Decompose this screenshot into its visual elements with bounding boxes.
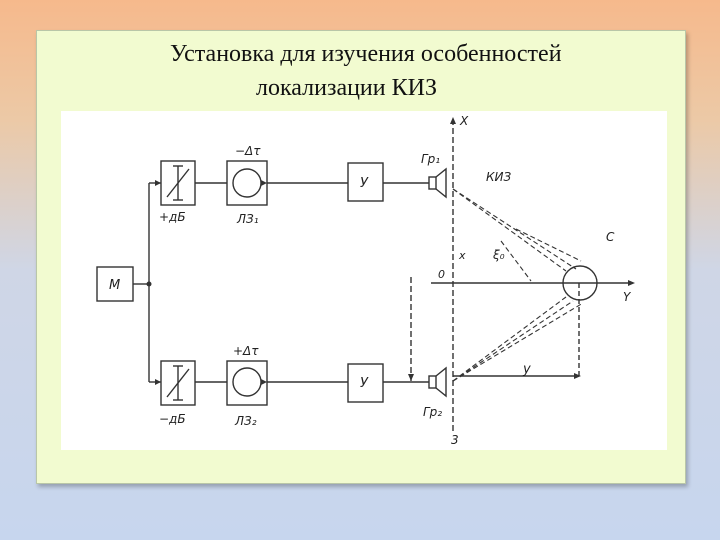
bottom-delay-line bbox=[226, 360, 268, 406]
x-mark-label: x bbox=[458, 249, 466, 262]
point3-label: 3 bbox=[451, 433, 459, 447]
top-delay-label: −Δτ bbox=[235, 144, 261, 158]
top-speaker-label: Гр₁ bbox=[421, 152, 440, 166]
bottom-speaker-label: Гр₂ bbox=[423, 405, 442, 419]
top-amp-label: У bbox=[360, 176, 369, 191]
source-label: С bbox=[606, 230, 615, 244]
title-line-2: локализации КИЗ bbox=[256, 75, 437, 101]
bottom-speaker bbox=[428, 375, 437, 389]
center-label: 0 bbox=[438, 268, 445, 281]
setup-diagram: М −Δτ +дБ ЛЗ₁ У Гр₁ +Δτ −дБ ЛЗ₂ У Гр₂ X … bbox=[61, 111, 667, 450]
generator-label: М bbox=[109, 278, 120, 293]
bottom-attenuator-label: −дБ bbox=[159, 412, 186, 426]
kiz-label: КИЗ bbox=[486, 170, 511, 184]
bottom-delay-line-label: ЛЗ₂ bbox=[234, 414, 257, 428]
axis-y-label: Y bbox=[623, 290, 632, 304]
top-delay-line-label: ЛЗ₁ bbox=[236, 212, 259, 226]
source-circle bbox=[562, 265, 598, 301]
top-amplifier bbox=[347, 162, 384, 202]
angle-label: ξ₀ bbox=[492, 248, 505, 262]
bottom-amplifier bbox=[347, 363, 384, 403]
bottom-attenuator bbox=[160, 360, 196, 406]
bottom-amp-label: У bbox=[360, 376, 369, 391]
top-speaker bbox=[428, 176, 437, 190]
distance-label: у bbox=[522, 362, 531, 377]
bottom-delay-label: +Δτ bbox=[233, 344, 259, 358]
title-line-1: Установка для изучения особенностей bbox=[170, 41, 562, 67]
top-attenuator-label: +дБ bbox=[159, 210, 186, 224]
axis-x-label: X bbox=[459, 114, 469, 128]
